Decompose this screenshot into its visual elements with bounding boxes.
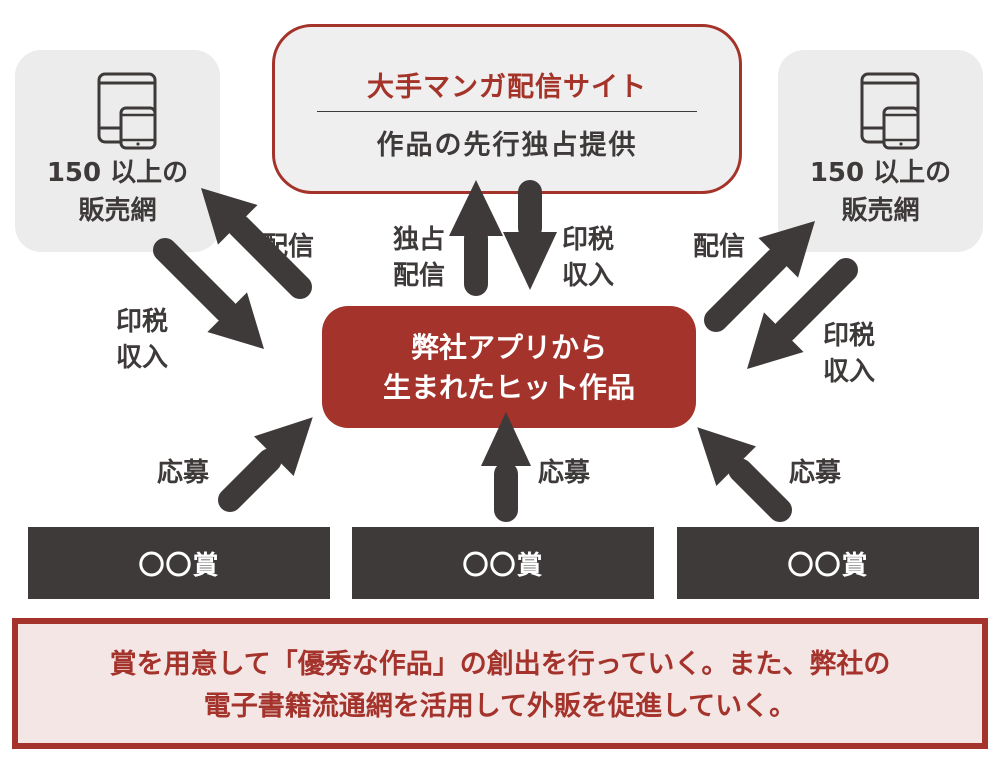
right-network-line1: 150 以上の [809,158,952,188]
right-sales-network-panel: 150 以上の 販売網 [778,50,983,252]
left-network-line1: 150 以上の [46,158,189,188]
apply-left-arrow [218,417,313,512]
right-royalty-arrow [747,258,858,369]
summary-line1: 賞を用意して「優秀な作品」の創出を行っていく。また、弊社の [109,649,891,680]
hit-works-text: 弊社アプリから 生まれたヒット作品 [322,328,696,408]
left-royalty-arrow [153,238,264,349]
tablet-smartphone-icon [860,72,920,150]
summary-box: 賞を用意して「優秀な作品」の創出を行っていく。また、弊社の 電子書籍流通網を活用… [12,618,988,749]
right-distribution-arrow [704,221,815,332]
top-royalty-line1: 印税 [562,225,615,255]
apply-right-arrow [697,427,792,522]
left-distribution-arrow [201,188,312,299]
hit-works-line2: 生まれたヒット作品 [382,371,635,404]
right-distribution-label: 配信 [693,232,746,262]
left-royalty-line1: 印税 [116,307,169,337]
left-royalty-label: 印税 収入 [116,304,168,376]
right-network-line2: 販売網 [841,196,920,226]
right-royalty-label: 印税 収入 [823,318,875,390]
top-exclusive-line2: 配信 [393,261,446,291]
apply-right-label: 応募 [789,458,842,488]
award-box-3: 〇〇賞 [677,527,979,599]
top-exclusive-line1: 独占 [393,225,446,255]
top-royalty-line2: 収入 [562,261,615,291]
right-royalty-line1: 印税 [823,321,876,351]
exclusive-provision-text: 作品の先行独占提供 [376,130,638,161]
top-exclusive-arrow [449,180,503,296]
left-royalty-line2: 収入 [116,343,169,373]
right-royalty-line2: 収入 [823,357,876,387]
tablet-smartphone-icon [97,72,157,150]
summary-text: 賞を用意して「優秀な作品」の創出を行っていく。また、弊社の 電子書籍流通網を活用… [18,644,982,728]
apply-center-arrow [481,412,531,522]
major-manga-site-title: 大手マンガ配信サイト [367,72,647,103]
top-exclusive-label: 独占 配信 [393,222,445,294]
top-royalty-label: 印税 収入 [562,222,614,294]
right-network-label: 150 以上の 販売網 [778,154,983,230]
left-distribution-label: 配信 [262,232,315,262]
title-divider [317,111,697,112]
hit-works-line1: 弊社アプリから [410,331,607,364]
summary-line2: 電子書籍流通網を活用して外販を促進していく。 [203,691,797,722]
left-network-line2: 販売網 [78,196,157,226]
award-box-1: 〇〇賞 [28,527,330,599]
left-sales-network-panel: 150 以上の 販売網 [15,50,220,252]
award-box-2: 〇〇賞 [352,527,654,599]
hit-works-box: 弊社アプリから 生まれたヒット作品 [322,306,696,428]
apply-center-label: 応募 [538,458,591,488]
apply-left-label: 応募 [157,458,210,488]
major-manga-site-box: 大手マンガ配信サイト 作品の先行独占提供 [272,24,742,194]
left-network-label: 150 以上の 販売網 [15,154,220,230]
top-royalty-arrow [503,180,557,290]
